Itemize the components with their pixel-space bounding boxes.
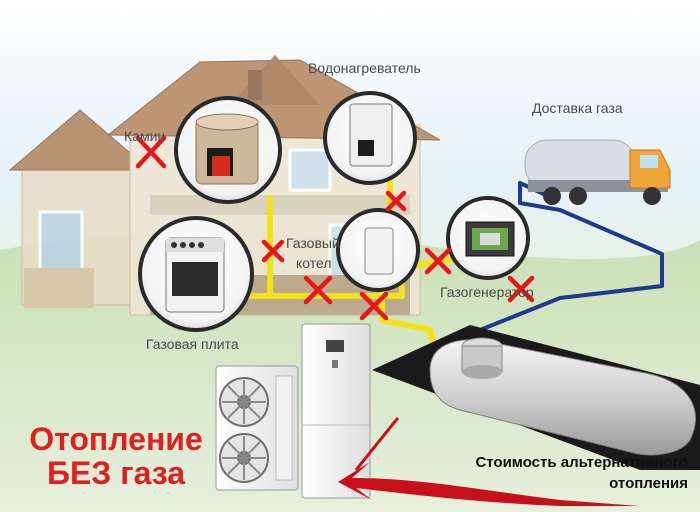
red-crosses	[135, 135, 535, 321]
cost-caption: Стоимость альтернативного отопления	[475, 452, 688, 494]
cross-mark	[261, 239, 285, 263]
label-fireplace: Камин	[124, 128, 166, 144]
cross-mark	[424, 247, 452, 275]
cross-mark	[385, 190, 407, 212]
underground-tank	[372, 325, 700, 470]
delivery-pipe	[479, 181, 664, 332]
cross-mark	[359, 291, 389, 321]
headline-line2: БЕЗ газа	[46, 455, 186, 491]
heat-pump-outdoor-unit	[215, 365, 299, 491]
headline: Отопление БЕЗ газа	[22, 422, 210, 490]
gas-truck-icon	[524, 139, 671, 205]
cross-mark	[135, 135, 167, 169]
cost-caption-line1: Стоимость альтернативного	[475, 454, 688, 471]
label-gas-boiler: Газовый котел	[286, 233, 340, 273]
red-arrow-icon	[338, 462, 640, 506]
gas-generator-bubble	[446, 196, 530, 280]
gas-stove-bubble	[138, 216, 254, 332]
label-gas-boiler-line1: Газовый	[286, 235, 340, 251]
label-gas-boiler-line2: котел	[296, 255, 332, 271]
cross-mark	[507, 275, 535, 303]
label-gas-generator: Газогенератор	[440, 284, 534, 300]
headline-line1: Отопление	[29, 421, 203, 457]
water-heater-bubble	[323, 91, 417, 185]
heat-pump-indoor-unit	[301, 323, 371, 499]
gas-boiler-bubble	[336, 208, 420, 292]
cross-mark	[303, 275, 333, 305]
label-water-heater: Водонагреватель	[308, 60, 421, 76]
arrow-tail	[354, 417, 400, 471]
label-gas-stove: Газовая плита	[146, 336, 239, 352]
label-gas-delivery: Доставка газа	[532, 100, 623, 116]
fireplace-bubble	[174, 96, 282, 204]
cost-caption-line2: отопления	[609, 475, 688, 492]
